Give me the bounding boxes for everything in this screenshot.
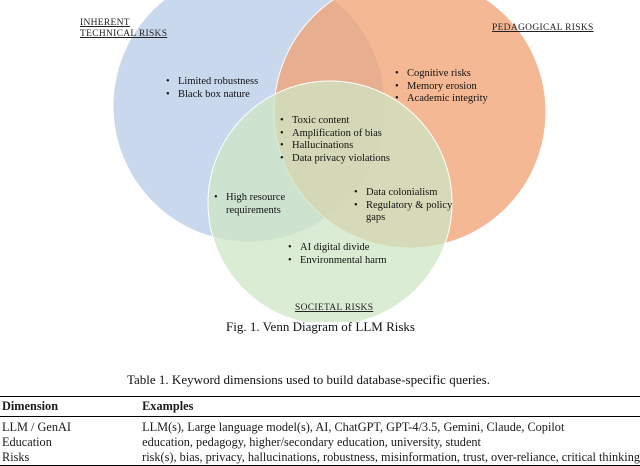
- table-caption: Table 1. Keyword dimensions used to buil…: [127, 372, 490, 387]
- table-cell-examples: education, pedagogy, higher/secondary ed…: [142, 434, 481, 449]
- list-item: Cognitive risks: [395, 68, 488, 81]
- societal-only-list: AI digital divide Environmental harm: [286, 242, 387, 267]
- pedagogical-risks-label-line: PEDAGOGICAL RISKS: [492, 23, 594, 33]
- list-item: Black box nature: [166, 89, 258, 102]
- technical-only-list: Limited robustness Black box nature: [164, 76, 258, 101]
- list-item: Toxic content: [280, 115, 392, 128]
- header-dimension: Dimension: [2, 399, 59, 413]
- table-cell-dimension: Education: [2, 434, 52, 449]
- list-item: Academic integrity: [395, 93, 488, 106]
- technical-societal-list: High resource requirements: [212, 192, 326, 217]
- table-row: Education education, pedagogy, higher/se…: [0, 435, 640, 450]
- list-item: Regulatory & policy gaps: [354, 200, 470, 225]
- societal-risks-label-line: SOCIETAL RISKS: [295, 303, 374, 313]
- pedagogical-risks-label: PEDAGOGICAL RISKS: [492, 23, 594, 34]
- technical-risks-label-line: INHERENT: [80, 18, 130, 28]
- center-list: Toxic content Amplification of bias Hall…: [278, 115, 392, 165]
- list-item: Data colonialism: [354, 187, 470, 200]
- list-item: Amplification of bias: [280, 128, 392, 141]
- list-item: AI digital divide: [288, 242, 387, 255]
- list-item: Data privacy violations: [280, 153, 392, 166]
- societal-risks-label: SOCIETAL RISKS: [295, 303, 373, 314]
- list-item: Memory erosion: [395, 81, 488, 94]
- header-examples: Examples: [142, 399, 194, 413]
- list-item: Environmental harm: [288, 255, 387, 268]
- list-item: Limited robustness: [166, 76, 258, 89]
- table-cell-examples: LLM(s), Large language model(s), AI, Cha…: [142, 419, 565, 434]
- table-cell-dimension: LLM / GenAI: [2, 419, 71, 434]
- technical-risks-label: INHERENT TECHNICAL RISKS: [80, 18, 167, 40]
- table-cell-dimension: Risks: [2, 449, 30, 464]
- table-header-row: Dimension Examples: [0, 396, 640, 417]
- list-item: Hallucinations: [280, 140, 392, 153]
- table-cell-examples: risk(s), bias, privacy, hallucinations, …: [142, 449, 640, 464]
- list-item: High resource requirements: [214, 192, 326, 217]
- figure-caption: Fig. 1. Venn Diagram of LLM Risks: [226, 319, 415, 334]
- pedagogical-only-list: Cognitive risks Memory erosion Academic …: [393, 68, 488, 106]
- keyword-table: Dimension Examples LLM / GenAI LLM(s), L…: [0, 396, 640, 466]
- pedagogical-societal-list: Data colonialism Regulatory & policy gap…: [352, 187, 470, 225]
- table-row: Risks risk(s), bias, privacy, hallucinat…: [0, 449, 640, 465]
- table-row: LLM / GenAI LLM(s), Large language model…: [0, 417, 640, 435]
- technical-risks-label-line: TECHNICAL RISKS: [80, 29, 168, 39]
